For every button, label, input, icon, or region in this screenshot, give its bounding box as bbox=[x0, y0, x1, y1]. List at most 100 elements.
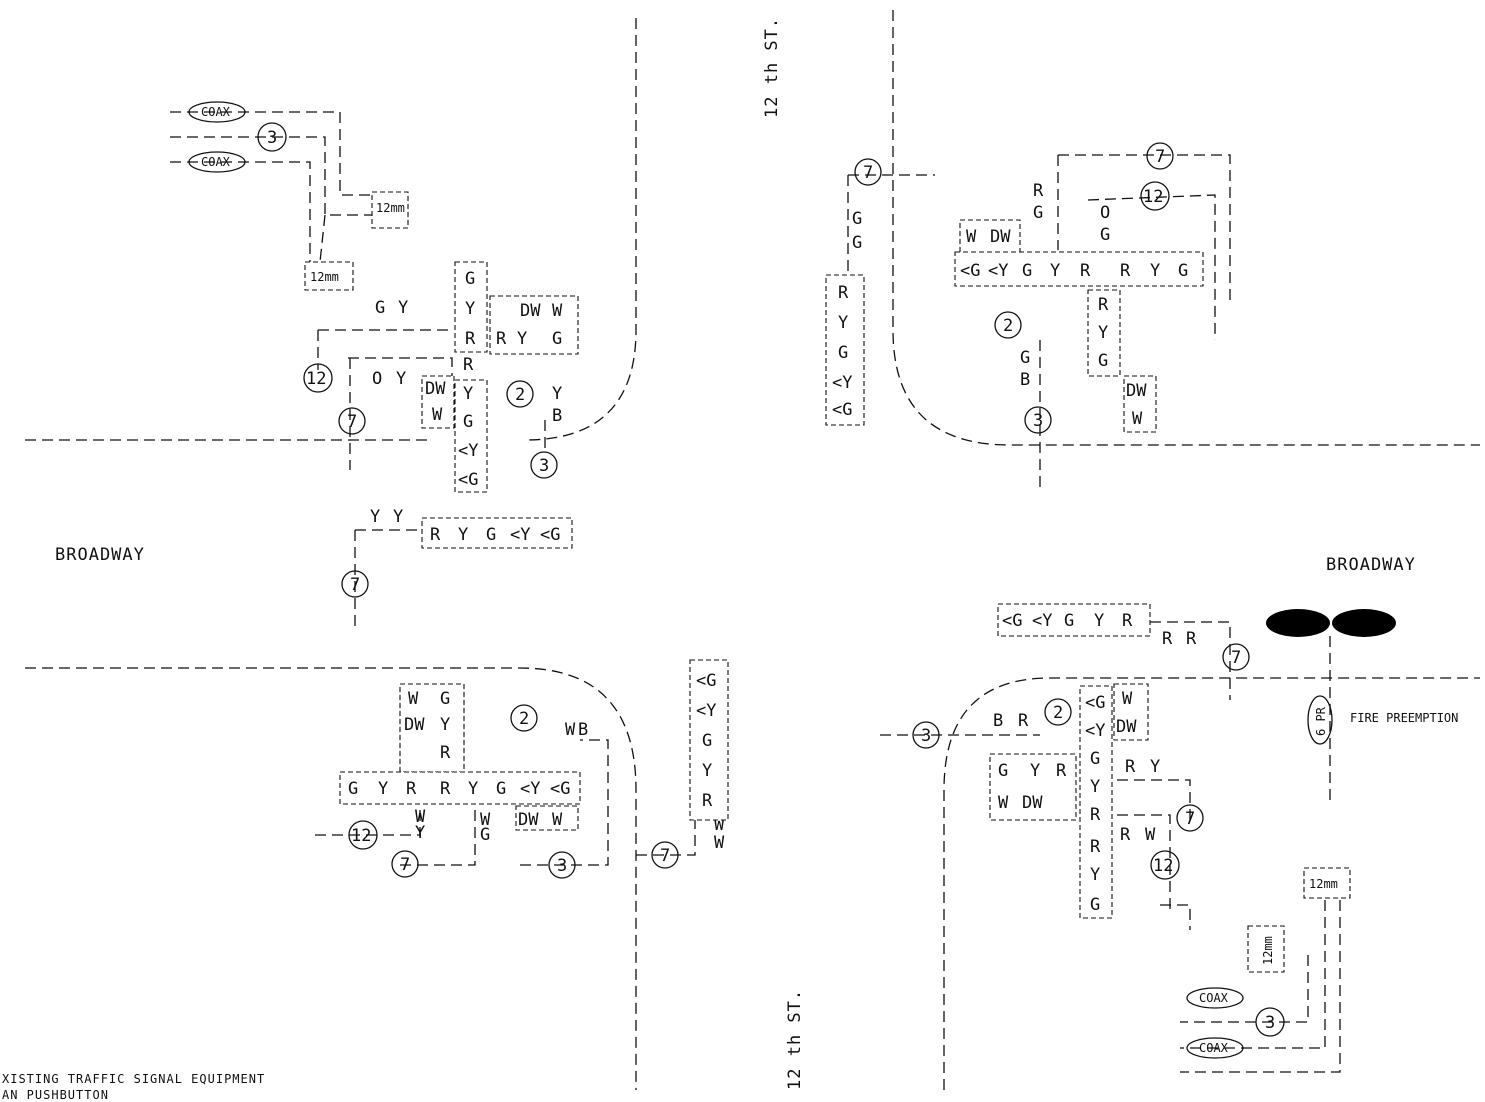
svg-text:<Y: <Y bbox=[696, 701, 716, 721]
svg-text:W: W bbox=[966, 227, 977, 247]
svg-text:G: G bbox=[1090, 749, 1100, 769]
svg-text:W: W bbox=[998, 793, 1009, 813]
conductor-tag: G bbox=[852, 233, 862, 253]
preemption-detector bbox=[1266, 609, 1330, 637]
svg-text:Y: Y bbox=[378, 779, 388, 799]
svg-text:DW: DW bbox=[1022, 793, 1043, 813]
cable-3-label: 3 bbox=[1033, 411, 1043, 431]
svg-text:<Y: <Y bbox=[1085, 721, 1105, 741]
conductor-tag: G bbox=[480, 825, 490, 845]
signal-head-nw-vertical: G Y R bbox=[454, 261, 488, 353]
svg-text:<G: <G bbox=[540, 525, 560, 545]
conductor-tag: W bbox=[565, 720, 576, 740]
svg-text:Y: Y bbox=[838, 313, 848, 333]
cable-7-label: 7 bbox=[1185, 809, 1195, 829]
cable-3-callout bbox=[548, 851, 576, 879]
svg-text:G: G bbox=[998, 761, 1008, 781]
svg-text:W: W bbox=[1132, 409, 1143, 429]
signal-head-nw-ped-left: DW W bbox=[421, 375, 455, 429]
cable-2-label: 2 bbox=[1053, 703, 1063, 723]
signal-head-se-row: <G <Y G Y R bbox=[997, 603, 1151, 637]
legend-line-2: AN PUSHBUTTON bbox=[2, 1088, 109, 1102]
svg-text:Y: Y bbox=[1090, 777, 1100, 797]
cable-run bbox=[170, 161, 311, 262]
coax-callout bbox=[1186, 987, 1244, 1009]
signal-head-ne-ped: W DW bbox=[959, 219, 1021, 253]
coax-callout bbox=[188, 151, 246, 173]
signal-head-sw-ped: W G DW Y R bbox=[399, 683, 465, 773]
cable-12-callout bbox=[1140, 181, 1170, 211]
signal-head-ne-lower: R Y G bbox=[1087, 289, 1121, 377]
cable-run bbox=[1180, 900, 1326, 1049]
pull-box-label: 12mm bbox=[376, 201, 405, 215]
pull-box-label: 12mm bbox=[310, 270, 339, 284]
svg-text:G: G bbox=[838, 343, 848, 363]
svg-text:<G: <G bbox=[1085, 693, 1105, 713]
svg-text:Y: Y bbox=[440, 715, 450, 735]
svg-text:R: R bbox=[1120, 261, 1131, 281]
broadway-label-west: BROADWAY bbox=[55, 545, 145, 565]
svg-text:R: R bbox=[1080, 261, 1091, 281]
cable-run bbox=[636, 820, 696, 856]
signal-head-sw-ped-lower: DW W bbox=[515, 805, 579, 831]
svg-text:G: G bbox=[348, 779, 358, 799]
cable-7-callout bbox=[854, 158, 882, 186]
svg-text:Y: Y bbox=[702, 761, 712, 781]
signal-head-se-ped: W DW bbox=[1113, 683, 1149, 741]
conductor-tag: B bbox=[993, 711, 1003, 731]
cable-2-callout bbox=[510, 704, 538, 732]
svg-text:R: R bbox=[1090, 805, 1101, 825]
cable-12-callout bbox=[1150, 850, 1180, 880]
pull-box-label: 12mm bbox=[1309, 877, 1338, 891]
cable-12-label: 12 bbox=[306, 369, 326, 389]
svg-text:DW: DW bbox=[425, 379, 446, 399]
conductor-tag: W bbox=[714, 833, 725, 853]
coax-label: COAX bbox=[1199, 1041, 1229, 1055]
tags-sw: W B W Y W G W W bbox=[415, 720, 725, 853]
svg-text:R: R bbox=[406, 779, 417, 799]
cross-street-label-north: 12 th ST. bbox=[762, 17, 782, 118]
cable-3-label: 3 bbox=[921, 726, 931, 746]
cable-7-label: 7 bbox=[1231, 648, 1241, 668]
pull-box bbox=[304, 261, 354, 291]
coax-callout bbox=[188, 101, 246, 123]
cable-6pr-callout bbox=[1307, 695, 1333, 745]
cable-12-label: 12 bbox=[1143, 187, 1163, 207]
cable-12-label: 12 bbox=[1153, 856, 1173, 876]
conductor-tag: G bbox=[852, 209, 862, 229]
pull-box bbox=[1247, 925, 1285, 973]
coax-label: COAX bbox=[201, 155, 231, 169]
tags-ne: R G O G G G G B bbox=[852, 181, 1110, 390]
svg-text:R: R bbox=[1122, 611, 1133, 631]
signal-head-nw-left-stack: Y G <Y <G bbox=[454, 379, 488, 493]
legend-line-1: XISTING TRAFFIC SIGNAL EQUIPMENT bbox=[2, 1072, 266, 1086]
svg-text:R: R bbox=[702, 791, 713, 811]
svg-text:G: G bbox=[440, 689, 450, 709]
svg-text:Y: Y bbox=[1094, 611, 1104, 631]
nw-corner-curb bbox=[524, 18, 637, 441]
svg-text:<G: <G bbox=[696, 671, 716, 691]
coax-label: COAX bbox=[201, 105, 231, 119]
tags-nw: G Y O Y R Y B Y Y bbox=[370, 298, 562, 527]
cable-7-callout bbox=[338, 407, 366, 435]
conductor-tag: R bbox=[1162, 629, 1173, 649]
cable-3-callout bbox=[257, 122, 287, 152]
cable-7-callout bbox=[651, 841, 679, 869]
svg-text:G: G bbox=[463, 412, 473, 432]
cable-run bbox=[1180, 955, 1309, 1023]
cable-2-label: 2 bbox=[515, 385, 525, 405]
coax-label: COAX bbox=[1199, 991, 1229, 1005]
cable-7-callout bbox=[1176, 804, 1204, 832]
signal-head-nw-horizontal: R Y G <Y <G bbox=[421, 517, 573, 549]
svg-text:G: G bbox=[552, 329, 562, 349]
svg-text:Y: Y bbox=[458, 525, 468, 545]
cable-6pr-label: 6 PR bbox=[1314, 706, 1328, 736]
svg-text:Y: Y bbox=[1050, 261, 1060, 281]
cable-7-callout bbox=[1146, 142, 1174, 170]
svg-text:R: R bbox=[440, 779, 451, 799]
signal-head-sw-vertical: <G <Y G Y R bbox=[689, 659, 729, 821]
conductor-tag: R bbox=[1125, 757, 1136, 777]
conductor-tag: B bbox=[578, 720, 588, 740]
svg-text:Y: Y bbox=[1090, 865, 1100, 885]
